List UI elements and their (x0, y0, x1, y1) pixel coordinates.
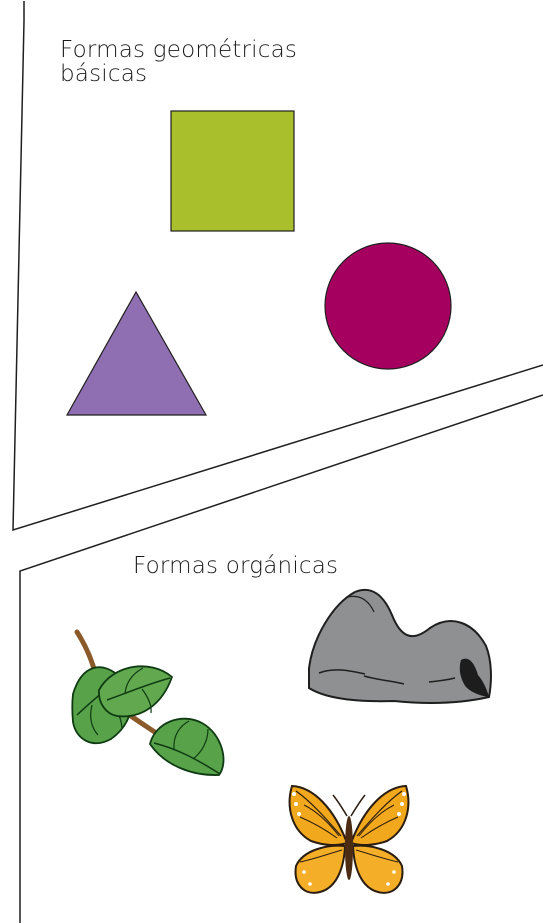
top-section-title: Formas geométricas básicas (60, 38, 340, 86)
green-square (170, 110, 295, 232)
butterfly (288, 784, 410, 894)
top-section-title-line1: Formas geométricas (60, 37, 298, 63)
purple-triangle (65, 290, 208, 416)
top-section-title-line2: básicas (60, 61, 148, 87)
bottom-section-title: Formas orgánicas (133, 553, 339, 579)
leaf-branch (71, 629, 225, 776)
rock (308, 588, 492, 704)
magenta-circle (324, 242, 452, 370)
top-panel-border (12, 1, 543, 532)
bottom-panel-border (19, 394, 543, 923)
